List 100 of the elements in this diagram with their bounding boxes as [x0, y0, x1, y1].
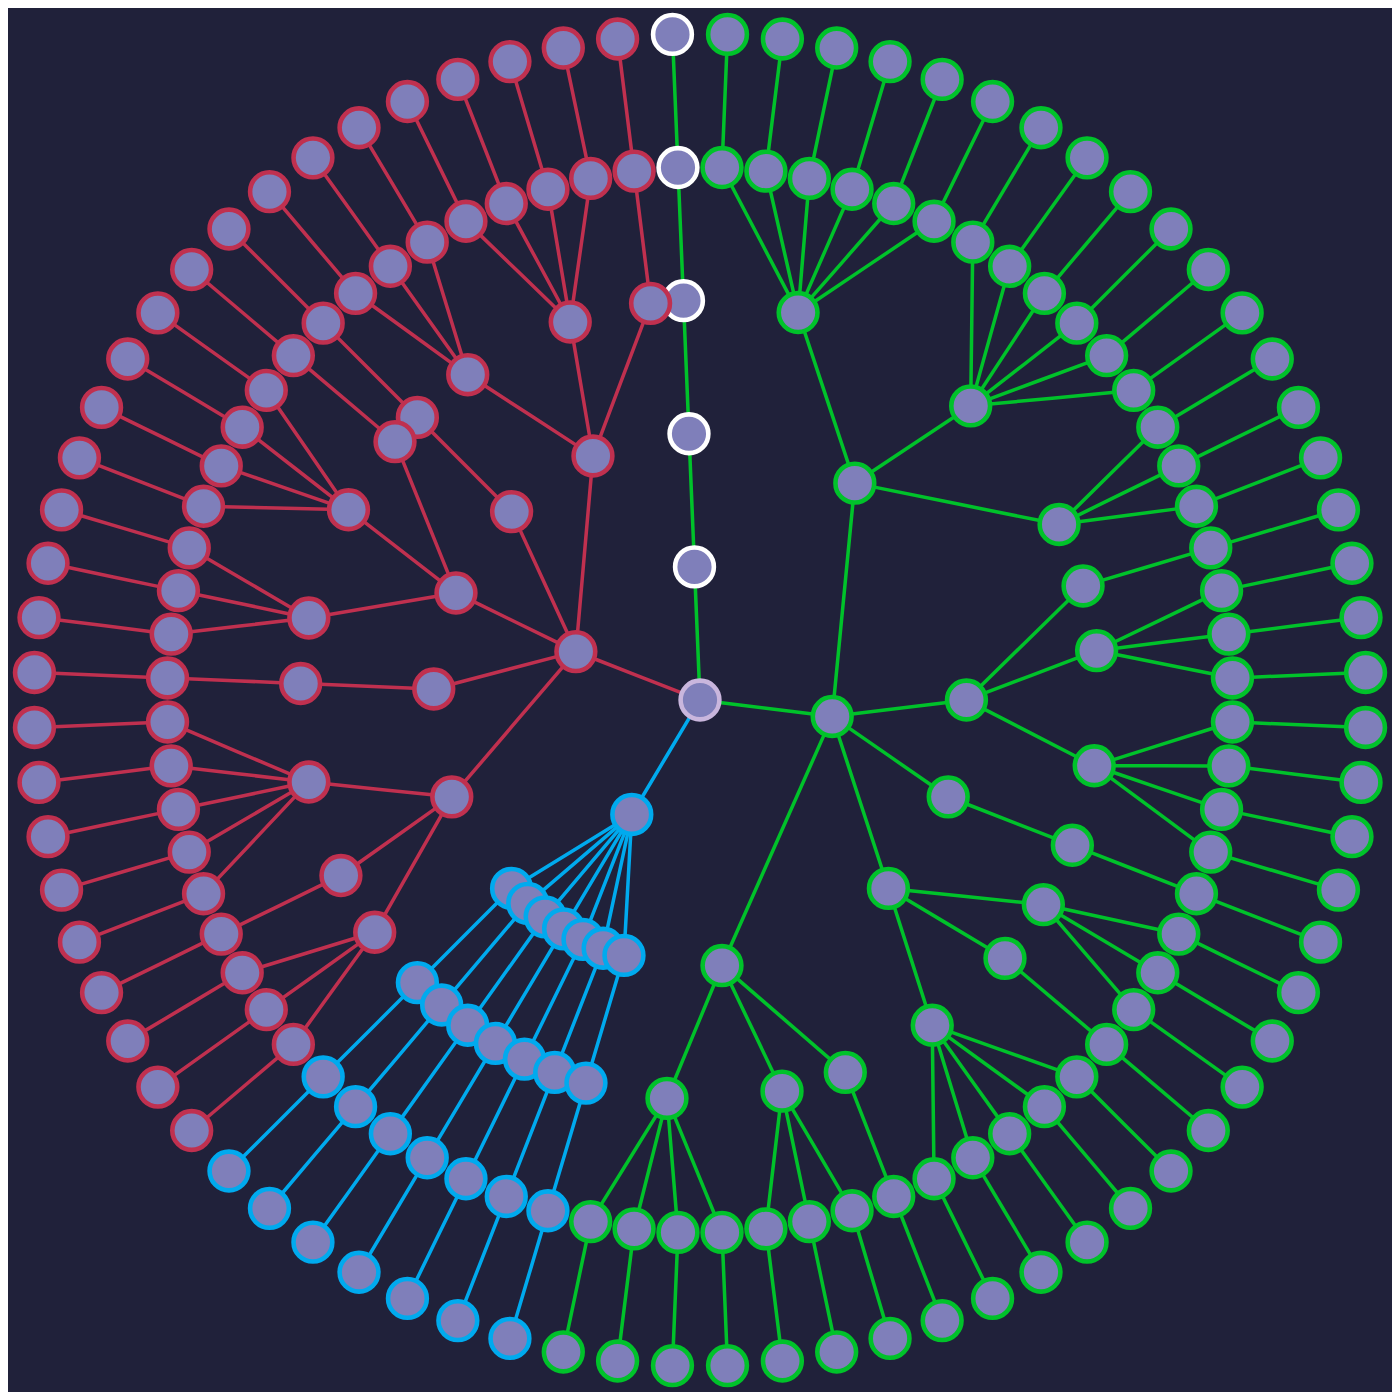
node-circle — [823, 1050, 867, 1094]
connector — [588, 832, 627, 922]
node-circle — [951, 220, 995, 264]
connector — [850, 1090, 889, 1179]
node-circle — [488, 1316, 532, 1361]
connector — [985, 334, 1063, 396]
node-circle — [326, 488, 371, 532]
connector — [185, 728, 292, 777]
connector — [400, 1040, 458, 1119]
connector — [671, 54, 679, 148]
connector — [947, 1035, 1030, 1097]
connector — [367, 143, 419, 227]
node-circle — [787, 1199, 832, 1244]
node-circle — [1189, 526, 1233, 570]
connector — [551, 1101, 583, 1193]
node-circle — [291, 136, 335, 180]
node-circle — [944, 678, 989, 722]
node-circle — [149, 612, 193, 656]
connector — [435, 1059, 487, 1142]
node-circle — [1019, 1250, 1063, 1294]
node-circle — [970, 1276, 1015, 1321]
node-circle — [181, 484, 226, 528]
node-circle — [912, 1157, 956, 1201]
node-circle — [868, 39, 912, 84]
node-circle — [1085, 333, 1129, 378]
node-circle — [1186, 247, 1230, 292]
node-circle — [1136, 405, 1180, 449]
connector — [514, 220, 563, 306]
connector — [281, 942, 360, 1000]
connector — [513, 1229, 544, 1321]
node-circle — [271, 333, 316, 378]
node-circle — [760, 17, 805, 61]
connector — [143, 367, 227, 419]
connector — [541, 825, 619, 892]
node-circle — [39, 868, 84, 912]
connector — [729, 982, 776, 1074]
connector — [599, 1114, 659, 1206]
connector — [1108, 776, 1196, 842]
connector — [721, 1252, 729, 1346]
connector — [335, 995, 405, 1065]
node-circle — [872, 1174, 916, 1219]
connector — [276, 405, 339, 495]
node-circle — [541, 26, 585, 70]
node-circle — [247, 170, 292, 214]
node-circle — [526, 167, 570, 211]
connector — [618, 58, 634, 152]
connector — [979, 598, 1070, 688]
connector — [1214, 899, 1303, 937]
connector — [335, 335, 405, 405]
node-circle — [301, 301, 345, 345]
node-circle — [988, 1112, 1032, 1156]
node-circle — [1022, 271, 1067, 316]
connector — [463, 97, 501, 186]
connector — [1019, 172, 1078, 252]
node-circle — [405, 1136, 449, 1180]
node-circle — [1186, 1108, 1230, 1153]
node-circle — [1055, 1055, 1099, 1099]
node-circle — [1112, 368, 1156, 413]
node-circle — [502, 1037, 547, 1081]
connector — [981, 1173, 1033, 1257]
connector — [855, 1229, 887, 1321]
connector — [280, 1120, 345, 1195]
connector — [370, 303, 453, 365]
connector — [172, 322, 252, 381]
node-circle — [149, 744, 193, 788]
connector — [1148, 1019, 1228, 1078]
connector — [307, 367, 382, 431]
node-circle — [395, 395, 440, 440]
connector — [847, 726, 934, 788]
node-circle — [489, 489, 534, 534]
node-circle — [1316, 488, 1361, 532]
node-circle — [337, 1250, 381, 1294]
node-circle — [17, 595, 61, 640]
connector — [899, 97, 937, 186]
connector — [1195, 941, 1282, 986]
node-circle — [12, 650, 57, 695]
node-circle — [373, 420, 417, 464]
node-circle — [436, 57, 480, 102]
node-circle — [650, 12, 695, 57]
node-circle — [988, 244, 1032, 288]
connector — [671, 1252, 679, 1346]
connector — [1248, 618, 1342, 634]
node-circle — [983, 936, 1027, 980]
node-circle — [595, 1339, 640, 1383]
node-circle — [170, 1108, 214, 1153]
node-circle — [830, 167, 874, 211]
node-circle — [1065, 1220, 1109, 1264]
node-circle — [1174, 872, 1219, 916]
connector — [400, 459, 451, 576]
node-circle — [444, 1157, 488, 1201]
node-circle — [787, 156, 832, 201]
connector — [1018, 969, 1093, 1033]
connector — [1240, 565, 1333, 589]
node-circle — [26, 541, 70, 585]
connector — [97, 899, 186, 937]
connector — [942, 1040, 1000, 1119]
node-circle — [744, 1207, 788, 1251]
connector — [813, 230, 919, 304]
connector — [527, 823, 616, 880]
connector — [637, 1117, 664, 1210]
